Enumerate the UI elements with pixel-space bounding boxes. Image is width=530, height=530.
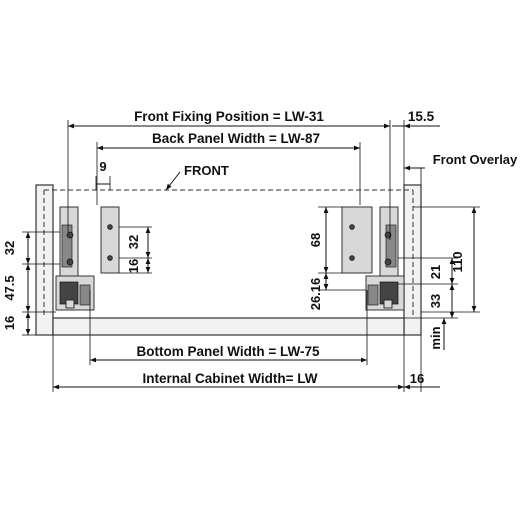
dim-9-label: 9: [99, 159, 106, 174]
dim-110-label: 110: [450, 252, 465, 273]
right-bracket-hole-upper: [349, 224, 355, 230]
dim-min-label: min: [428, 326, 443, 349]
left-bracket-hole-lower: [107, 255, 113, 261]
right-runner: [365, 206, 405, 311]
dim-32-left-label: 32: [2, 241, 17, 255]
dim-68-label: 68: [308, 233, 323, 247]
cabinet-bottom-panel: [52, 317, 405, 336]
dim-16-left-label: 16: [2, 316, 17, 330]
front-marker-arrow: [165, 171, 181, 191]
dim-26-16-label: 26.16: [308, 278, 323, 311]
dim-21-label: 21: [428, 265, 443, 279]
dim-16-inner-label: 16: [126, 259, 141, 273]
cabinet-right-side: [403, 184, 422, 336]
back-panel-label: Back Panel Width = LW-87: [152, 131, 320, 146]
front-marker-label: FRONT: [184, 163, 229, 178]
front-fixing-label: Front Fixing Position = LW-31: [134, 109, 324, 124]
internal-width-label: Internal Cabinet Width= LW: [142, 371, 317, 386]
left-runner: [55, 206, 95, 311]
dim-47-5-label: 47.5: [2, 275, 17, 300]
bottom-panel-label: Bottom Panel Width = LW-75: [137, 344, 320, 359]
cabinet-left-side: [35, 184, 54, 336]
right-bracket-hole-lower: [349, 255, 355, 261]
right-back-bracket: [341, 206, 373, 274]
front-overlay-label: Front Overlay: [433, 152, 518, 167]
dim-15-5-label: 15.5: [408, 109, 435, 124]
dim-33-label: 33: [428, 294, 443, 308]
dim-16-right-label: 16: [410, 371, 424, 386]
dim-32-inner-label: 32: [126, 235, 141, 249]
left-back-bracket: [100, 206, 120, 274]
left-bracket-hole-upper: [107, 224, 113, 230]
drawer-outline: [43, 189, 414, 318]
